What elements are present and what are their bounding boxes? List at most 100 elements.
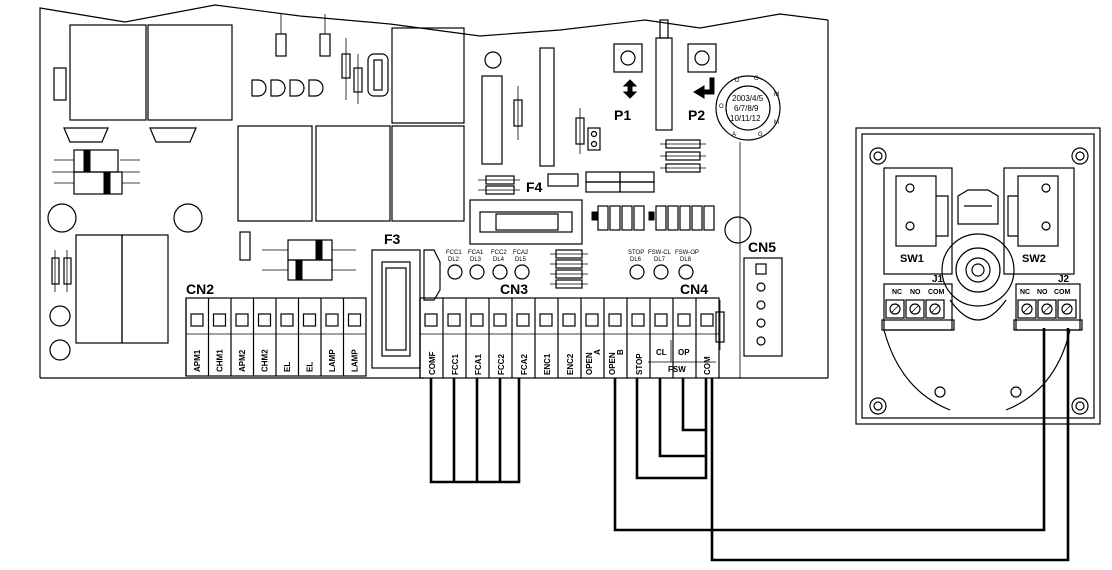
dial-letters: D G M M G A O <box>719 76 779 138</box>
dial-letter: M <box>774 120 779 126</box>
j1-label: J1 <box>932 274 944 285</box>
dial-letter: O <box>719 104 724 110</box>
dial-letter: D <box>735 78 740 84</box>
f3-label: F3 <box>384 231 401 247</box>
cn4-stop: STOP <box>635 353 644 375</box>
cn4-open-b-1: OPEN <box>608 352 617 375</box>
terminal-screw <box>424 313 438 327</box>
led-dl3 <box>469 264 485 280</box>
led-label: STOP <box>628 250 644 256</box>
cn3-terminal-label: ENC2 <box>566 353 575 375</box>
cn5-label: CN5 <box>748 239 776 255</box>
dial-letter: G <box>758 132 763 138</box>
led-label: DL7 <box>654 257 666 263</box>
cn2-terminal-label: APM2 <box>238 349 247 372</box>
sw2-label: SW2 <box>1022 253 1046 265</box>
j2-terminal-label: NC <box>1020 289 1030 296</box>
j1-terminal-label: NC <box>892 289 902 296</box>
led-label: FCA1 <box>468 250 484 256</box>
cn2-screw <box>280 313 294 327</box>
cn2-terminal-label: LAMP <box>351 349 360 372</box>
terminal-screw <box>516 313 530 327</box>
cn2-terminal-label: EL <box>283 362 292 372</box>
terminal-screw <box>585 313 599 327</box>
cn4-com: COM <box>703 356 712 375</box>
terminal-screw <box>631 313 645 327</box>
cn2-terminal-label: APM1 <box>193 349 202 372</box>
led-dl7 <box>653 264 669 280</box>
j2-terminal-label: COM <box>1054 289 1071 296</box>
cn3-terminal-label: FCA1 <box>474 354 483 375</box>
led-label: FCA2 <box>513 250 529 256</box>
cn2-terminal-label: CHM2 <box>261 349 270 372</box>
limit-switch-device: SW1 SW2 J1 J2 NC NO COM NC NO COM <box>855 127 1101 425</box>
led-label: FSW-OP <box>675 250 699 256</box>
dial-line-1: 2003/4/5 <box>732 94 764 103</box>
cn2-screw <box>302 313 317 327</box>
dial-letter: A <box>732 132 736 138</box>
j1-terminal-label: NO <box>910 289 921 296</box>
cn3-terminal-label: FCC1 <box>451 354 460 375</box>
f4-label: F4 <box>526 179 543 195</box>
cn4-label: CN4 <box>680 281 708 297</box>
led-label: FCC2 <box>491 250 507 256</box>
cn4-cl: CL <box>656 348 667 357</box>
cn3-terminal-label: COMF <box>428 351 437 375</box>
cn2-screw <box>212 313 227 327</box>
led-label: DL4 <box>493 257 505 263</box>
sw1-label: SW1 <box>900 253 924 265</box>
cn3-cn4-terminal-block <box>419 297 720 379</box>
cn2-screw <box>257 313 272 327</box>
cn2-screw <box>190 313 204 327</box>
led-dl8 <box>678 264 694 280</box>
led-dl4 <box>492 264 508 280</box>
dial-letter: M <box>774 92 779 98</box>
terminal-screw <box>677 313 691 327</box>
cn4-fsw: FSW <box>668 365 686 374</box>
terminal-screw <box>493 313 507 327</box>
cn3-label: CN3 <box>500 281 528 297</box>
cn4-open-b-2: B <box>616 349 625 355</box>
led-dl5 <box>514 264 530 280</box>
p1-label: P1 <box>614 107 631 123</box>
j2-label: J2 <box>1058 274 1070 285</box>
led-label: FSW-CL <box>648 250 672 256</box>
dial-line-2: 6/7/8/9 <box>734 104 759 113</box>
cn2-terminal-label: EL <box>306 362 315 372</box>
cn3-terminal-label: FCC2 <box>497 354 506 375</box>
terminal-screw <box>447 313 461 327</box>
terminal-screw <box>470 313 484 327</box>
led-dl2 <box>447 264 463 280</box>
terminal-screw <box>654 313 668 327</box>
cn3-terminal-label: ENC1 <box>543 353 552 375</box>
led-label: DL5 <box>515 257 527 263</box>
led-label: DL3 <box>470 257 482 263</box>
cn4-open-a-1: OPEN <box>585 352 594 375</box>
cn4-op: OP <box>678 348 690 357</box>
cn4-open-a-2: A <box>593 349 602 355</box>
cn2-terminal-label: LAMP <box>328 349 337 372</box>
terminal-screw <box>539 313 553 327</box>
cn3-terminal-label: FCA2 <box>520 354 529 375</box>
led-group-left: FCC1 DL2 FCA1 DL3 FCC2 DL4 FCA2 DL5 <box>446 250 530 280</box>
cn2-label: CN2 <box>186 281 214 297</box>
j2-terminal-label: NO <box>1037 289 1048 296</box>
cn3-terminal-labels: COMF FCC1 FCA1 FCC2 FCA2 ENC1 ENC2 <box>428 351 575 375</box>
p2-label: P2 <box>688 107 705 123</box>
cn2-terminal-label: CHM1 <box>216 349 225 372</box>
cn2-screw <box>235 313 249 327</box>
dial-letter: G <box>754 76 759 82</box>
control-board: D G M M G A O 2003/4/5 6/7/8/9 10/11/12 <box>39 4 829 379</box>
terminal-screw <box>608 313 622 327</box>
terminal-screw <box>700 313 714 327</box>
led-label: FCC1 <box>446 250 462 256</box>
j1-terminal-label: COM <box>928 289 945 296</box>
led-dl6 <box>629 264 645 280</box>
resistor-array <box>591 205 715 231</box>
led-group-right: STOP DL6 FSW-CL DL7 FSW-OP DL8 <box>628 250 699 280</box>
cn4-terminal-labels: OPEN A OPEN B STOP CL OP FSW COM <box>585 340 716 375</box>
wiring <box>429 328 1070 562</box>
terminal-screw <box>562 313 576 327</box>
led-label: DL6 <box>630 257 642 263</box>
